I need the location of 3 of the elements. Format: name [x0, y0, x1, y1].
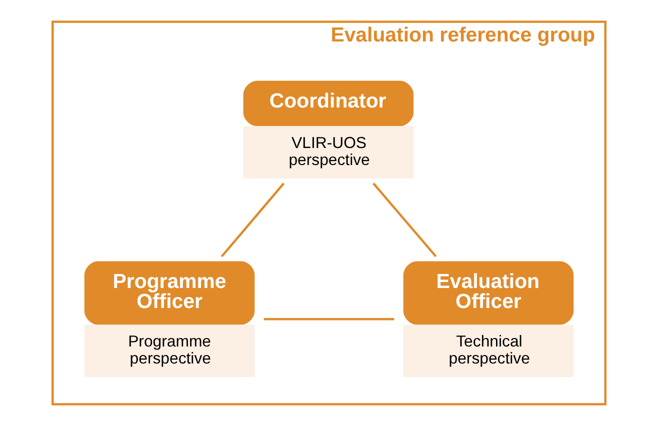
connector: [372, 182, 436, 258]
connector: [220, 182, 284, 258]
connector: [263, 318, 394, 320]
